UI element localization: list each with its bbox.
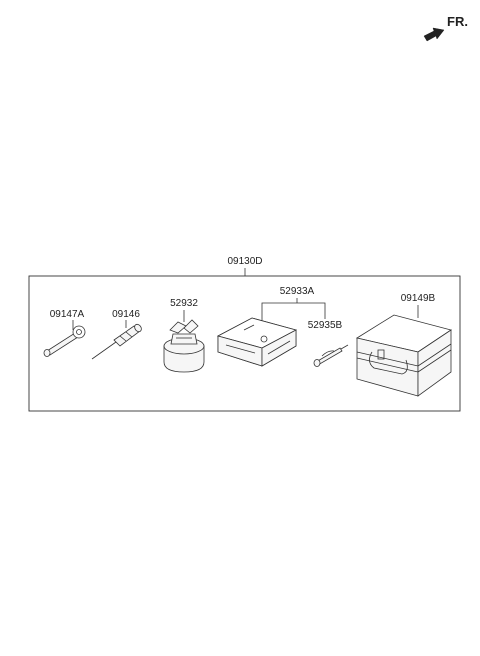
part-09146: 09146 (91, 309, 142, 360)
front-direction-indicator: FR. (423, 14, 468, 42)
part-number-label: 09149B (401, 293, 436, 304)
towing-hook-icon (43, 325, 86, 357)
part-number-label: 52935B (308, 320, 343, 331)
part-number-label: 09147A (50, 309, 85, 320)
assembly-part-number: 09130D (227, 256, 262, 267)
part-09149B: 09149B (355, 293, 452, 397)
compressor-bracket-line (261, 302, 326, 322)
part-52935B: 52935B (308, 320, 349, 367)
assembly-boundary-box (28, 275, 461, 412)
front-direction-label: FR. (447, 14, 468, 29)
front-direction-arrow-icon (423, 27, 445, 42)
part-52932: 52932 (163, 298, 205, 373)
part-number-label: 52932 (170, 298, 198, 309)
screwdriver-icon (91, 323, 142, 360)
sealant-bottle-icon (163, 319, 205, 373)
tire-compressor-icon (216, 317, 298, 367)
part-number-label: 52933A (280, 286, 315, 297)
part-number-label: 09146 (112, 309, 140, 320)
valve-core-tool-icon (313, 344, 349, 367)
tool-case-icon (355, 314, 452, 397)
part-52933A: 52933A (216, 286, 326, 367)
part-09147A: 09147A (43, 309, 86, 357)
